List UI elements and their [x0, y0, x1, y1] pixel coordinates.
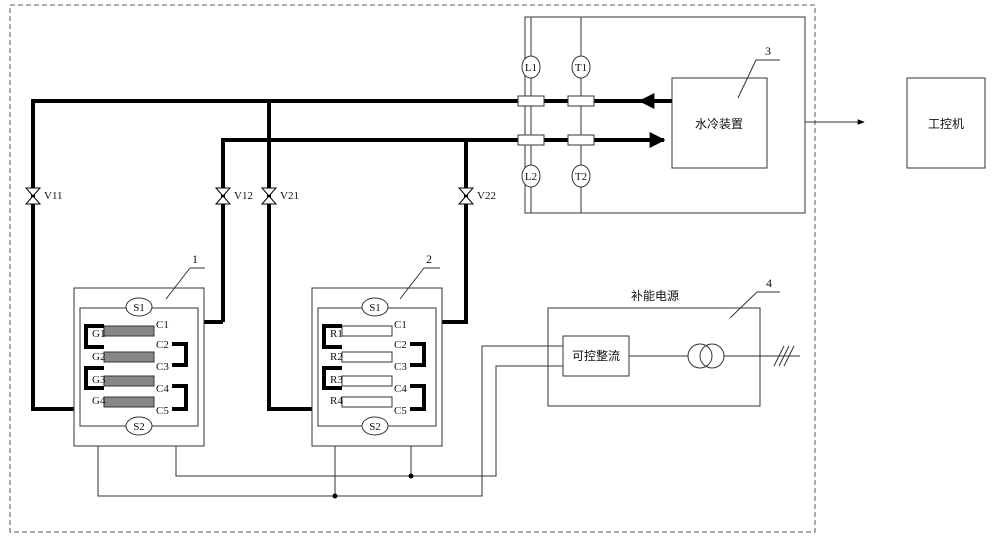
sensor-T2: T2 [571, 164, 591, 188]
callout-1: 1 [192, 252, 198, 266]
power-wiring [97, 345, 563, 499]
svg-text:C5: C5 [394, 405, 407, 417]
sensor-L1: L1 [521, 55, 541, 79]
svg-text:C1: C1 [394, 319, 407, 331]
svg-text:R2: R2 [330, 351, 343, 363]
svg-text:水冷装置: 水冷装置 [695, 117, 743, 131]
svg-text:补能电源: 补能电源 [631, 289, 679, 303]
svg-text:L2: L2 [525, 171, 537, 183]
svg-text:G3: G3 [92, 374, 106, 386]
return-pipe [31, 99, 672, 411]
valve-V21: V21 [260, 187, 299, 205]
valve-V12: V12 [214, 187, 253, 205]
outer-frame [9, 4, 816, 533]
svg-text:V12: V12 [234, 190, 253, 202]
svg-text:V21: V21 [280, 190, 299, 202]
callout-2: 2 [426, 252, 432, 266]
valve-V11: V11 [24, 187, 63, 205]
callout-4: 4 [766, 276, 772, 290]
svg-text:S2: S2 [133, 421, 145, 433]
power-supply: 补能电源 可控整流 [547, 289, 800, 407]
module-1-cells [103, 325, 155, 408]
module-2-cells [341, 325, 393, 408]
callout-3: 3 [765, 44, 771, 58]
svg-text:C3: C3 [156, 361, 169, 373]
sensor-T1: T1 [571, 55, 591, 79]
svg-text:G2: G2 [92, 351, 105, 363]
svg-text:S1: S1 [369, 302, 381, 314]
svg-text:C5: C5 [156, 405, 169, 417]
module-1: S1 S2 G1 G2 G3 G4 C1 C2 C3 C4 C5 [73, 287, 205, 447]
module-2: S1 S2 R1 R2 R3 R4 C1 C2 C3 C4 C5 [311, 287, 443, 447]
valve-V22: V22 [457, 187, 496, 205]
svg-text:C2: C2 [394, 339, 407, 351]
svg-text:C4: C4 [156, 383, 169, 395]
svg-text:工控机: 工控机 [928, 117, 964, 131]
svg-text:C1: C1 [156, 319, 169, 331]
svg-text:L1: L1 [525, 62, 537, 74]
svg-text:可控整流: 可控整流 [572, 348, 620, 363]
svg-text:C3: C3 [394, 361, 407, 373]
svg-text:S2: S2 [369, 421, 381, 433]
svg-text:T2: T2 [575, 171, 587, 183]
svg-text:R1: R1 [330, 328, 343, 340]
svg-text:G1: G1 [92, 328, 105, 340]
svg-text:T1: T1 [575, 62, 587, 74]
industrial-computer: 工控机 [906, 77, 986, 169]
svg-text:V22: V22 [477, 190, 496, 202]
svg-text:C2: C2 [156, 339, 169, 351]
sensor-loop [524, 16, 806, 214]
sensor-L2: L2 [521, 164, 541, 188]
svg-text:C4: C4 [394, 383, 407, 395]
svg-text:R4: R4 [330, 395, 343, 407]
svg-text:R3: R3 [330, 374, 343, 386]
water-cooling-unit: 水冷装置 [671, 77, 768, 169]
svg-text:S1: S1 [133, 302, 145, 314]
svg-text:G4: G4 [92, 395, 106, 407]
svg-text:V11: V11 [44, 190, 63, 202]
